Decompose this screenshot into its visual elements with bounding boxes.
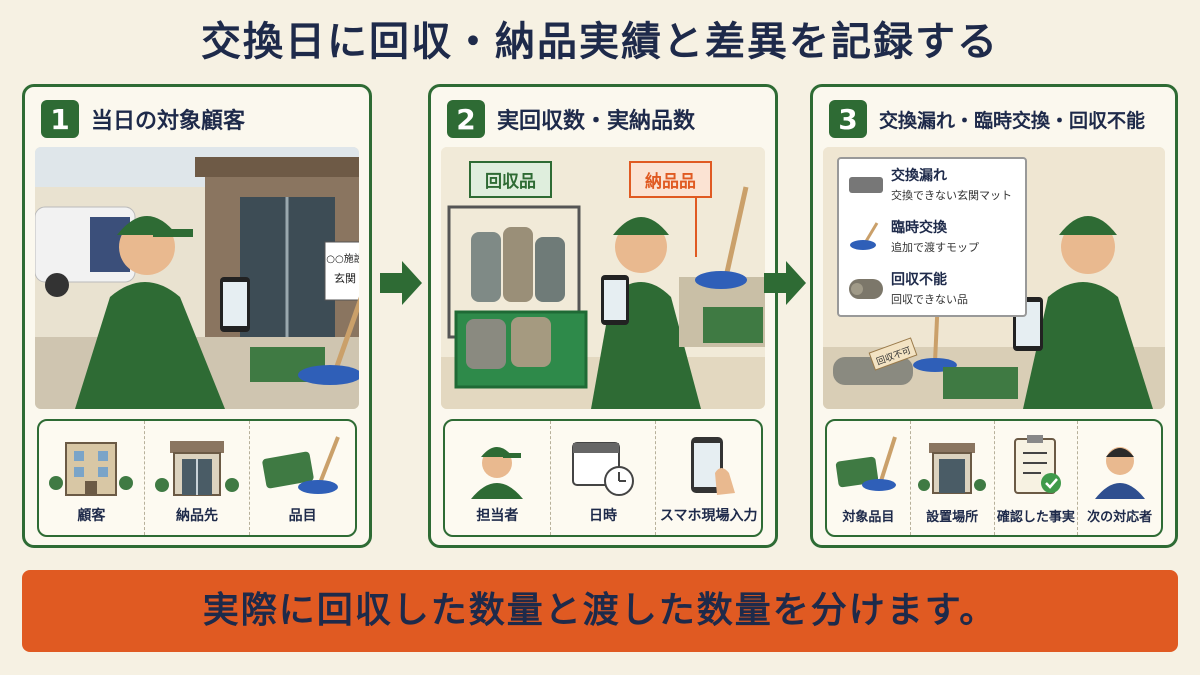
- entrance-icon: [918, 443, 987, 494]
- panel-title: 交換漏れ・臨時交換・回収不能: [879, 109, 1146, 132]
- icon-cell-next-responder: 次の対応者: [1078, 421, 1161, 535]
- arrow-right-icon: [764, 261, 806, 305]
- status-legend-board: 交換漏れ 交換できない玄関マット 臨時交換 追加で渡すモップ 回収不能 回収でき…: [837, 157, 1027, 317]
- panel-header: 1 当日の対象顧客: [41, 99, 245, 139]
- rolled-mat-icon: [849, 279, 883, 299]
- legend-desc: 交換できない玄関マット: [891, 189, 1012, 202]
- legend-row-missed: 交換漏れ 交換できない玄関マット: [847, 165, 1012, 203]
- icon-cell-location: 設置場所: [911, 421, 995, 535]
- panel-title: 当日の対象顧客: [91, 109, 246, 134]
- legend-desc: 追加で渡すモップ: [891, 241, 979, 254]
- mat-mop-icon: [836, 436, 898, 491]
- panel-header: 2 実回収数・実納品数: [447, 99, 695, 139]
- panel-header: 3 交換漏れ・臨時交換・回収不能: [829, 99, 1145, 139]
- legend-title: 臨時交換: [891, 220, 947, 236]
- sign-line1: ○○施設: [326, 252, 359, 265]
- step-number: 3: [829, 100, 867, 138]
- panel-exceptions: 3 交換漏れ・臨時交換・回収不能 回収不可 交換漏れ 交換できない玄関マット: [810, 84, 1178, 548]
- calendar-clock-icon: [572, 442, 634, 496]
- entrance-scene-image: ○○施設 玄関: [35, 147, 359, 409]
- person-icon: [1094, 447, 1145, 499]
- sign-line2: 玄関: [334, 271, 356, 285]
- icon-cell-datetime: 日時: [551, 421, 657, 535]
- legend-row-extra: 臨時交換 追加で渡すモップ: [847, 217, 979, 255]
- icon-label: 品目: [288, 508, 317, 524]
- icon-cell-customer: 顧客: [39, 421, 145, 535]
- icon-label: スマホ現場入力: [659, 508, 758, 524]
- collected-items-tag: 回収品: [469, 161, 552, 198]
- icon-cell-staff: 担当者: [445, 421, 551, 535]
- icon-label: 確認した事実: [996, 510, 1075, 525]
- panel-title: 実回収数・実納品数: [497, 109, 696, 134]
- icon-cell-delivery-site: 納品先: [145, 421, 251, 535]
- icon-cell-target-item: 対象品目: [827, 421, 911, 535]
- icon-label: 次の対応者: [1087, 510, 1153, 525]
- mat-icon: [849, 177, 883, 193]
- mop-icon: [850, 222, 879, 250]
- legend-desc: 回収できない品: [891, 293, 968, 306]
- panel-target-customers: 1 当日の対象顧客 ○○施設 玄関: [22, 84, 372, 548]
- icon-cell-item: 品目: [250, 421, 355, 535]
- footer-banner: 実際に回収した数量と渡した数量を分けます。: [22, 570, 1178, 652]
- icon-label: 納品先: [176, 508, 218, 524]
- icon-cell-phone-input: スマホ現場入力: [656, 421, 761, 535]
- icon-label: 設置場所: [926, 510, 979, 525]
- checklist-icon: [1013, 435, 1061, 494]
- icon-label: 日時: [589, 508, 617, 524]
- scene-illustration-exceptions: 回収不可 交換漏れ 交換できない玄関マット 臨時交換 追加で渡すモップ: [823, 147, 1165, 409]
- building-icon: [49, 442, 134, 496]
- icon-row: 顧客 納品先 品目: [37, 419, 357, 537]
- arrow-right-icon: [380, 261, 422, 305]
- icon-row: 担当者 日時 スマホ現場入力: [443, 419, 763, 537]
- panel-actual-counts: 2 実回収数・実納品数 回収品 納品品: [428, 84, 778, 548]
- legend-title: 交換漏れ: [891, 168, 947, 184]
- step-number: 1: [41, 100, 79, 138]
- step-number: 2: [447, 100, 485, 138]
- delivered-items-tag: 納品品: [629, 161, 712, 198]
- page-title: 交換日に回収・納品実績と差異を記録する: [201, 19, 999, 65]
- worker-icon: [471, 447, 524, 499]
- entrance-icon: [155, 441, 239, 496]
- legend-row-uncollectable: 回収不能 回収できない品: [847, 269, 968, 307]
- icon-label: 対象品目: [842, 510, 895, 525]
- icon-cell-confirmed-fact: 確認した事実: [995, 421, 1079, 535]
- scene-illustration-entrance: ○○施設 玄関: [35, 147, 359, 409]
- mat-mop-icon: [262, 436, 340, 494]
- icon-row: 対象品目 設置場所 確認した事実: [825, 419, 1163, 537]
- icon-label: 顧客: [77, 508, 106, 524]
- scene-illustration-counting: 回収品 納品品: [441, 147, 765, 409]
- legend-title: 回収不能: [891, 272, 947, 288]
- smartphone-tap-icon: [690, 437, 735, 495]
- icon-label: 担当者: [476, 508, 519, 524]
